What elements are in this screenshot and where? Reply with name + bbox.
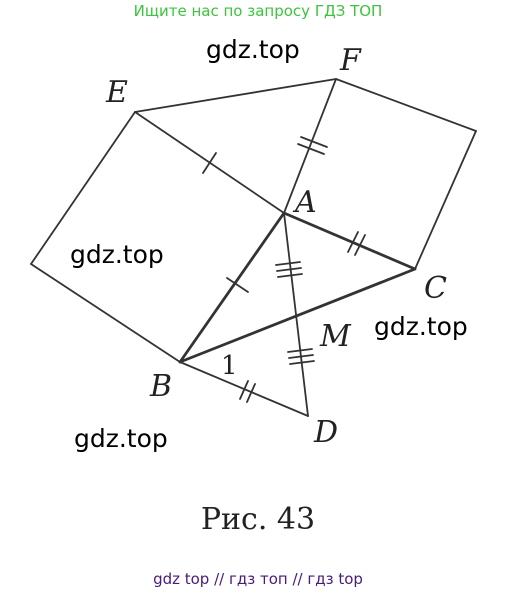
- tick-ae: [202, 152, 217, 174]
- segment-f-right: [335, 78, 477, 132]
- segment-af: [283, 78, 337, 214]
- tick-bd-2: [246, 383, 256, 403]
- vertex-label-d: D: [313, 415, 338, 450]
- tick-md-1: [287, 348, 313, 353]
- angle-label-1: 1: [221, 351, 238, 381]
- vertex-label-f: F: [339, 43, 362, 78]
- segment-ac: [282, 211, 417, 271]
- footer-text: gdz top // гдз топ // гдз top: [153, 570, 363, 588]
- segment-ef: [134, 78, 337, 113]
- figure-caption: Рис. 43: [200, 502, 316, 537]
- vertex-label-m: M: [319, 319, 352, 354]
- tick-bd-1: [239, 380, 249, 400]
- tick-ac-1: [347, 231, 359, 253]
- tick-md-3: [289, 360, 315, 365]
- segment-left-b: [30, 263, 181, 363]
- tick-af-1: [297, 143, 325, 155]
- tick-ab: [226, 277, 249, 293]
- header-text: Ищите нас по запросу ГДЗ ТОП: [133, 2, 383, 20]
- tick-am-1: [275, 261, 301, 266]
- segment-ad: [283, 212, 309, 417]
- vertex-label-b: B: [149, 369, 172, 404]
- vertex-label-a: A: [292, 185, 317, 220]
- tick-af-2: [300, 136, 328, 148]
- tick-am-3: [277, 273, 303, 278]
- tick-ac-2: [354, 234, 366, 256]
- segment-bc: [178, 267, 417, 364]
- segment-right-c: [414, 130, 477, 270]
- segment-ab: [178, 211, 286, 364]
- watermark: gdz.top: [206, 35, 300, 64]
- watermark: gdz.top: [70, 240, 164, 269]
- tick-md-2: [288, 354, 314, 359]
- watermark: gdz.top: [374, 312, 468, 341]
- vertex-label-c: C: [424, 271, 447, 306]
- tick-am-2: [276, 267, 302, 272]
- segment-e-left: [30, 111, 136, 265]
- vertex-label-e: E: [105, 75, 128, 110]
- watermark: gdz.top: [74, 424, 168, 453]
